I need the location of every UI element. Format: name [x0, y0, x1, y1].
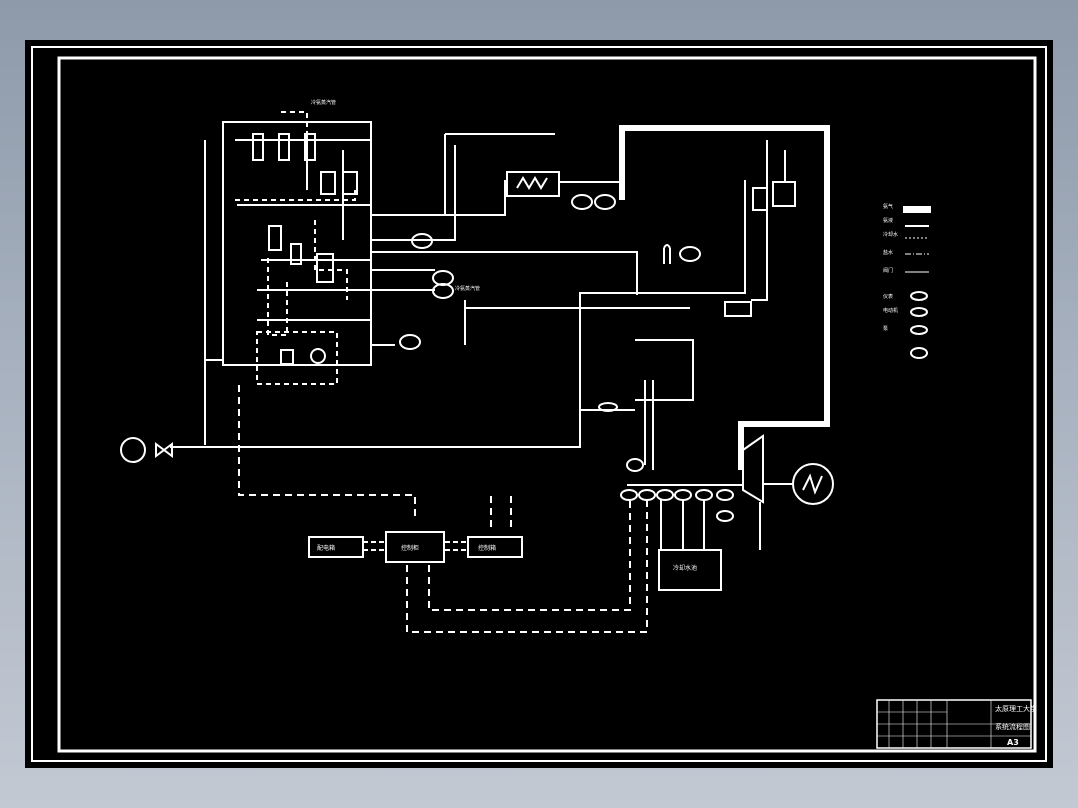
tb-title: 系统流程图: [995, 722, 1030, 731]
box-center-text: 控制柜: [401, 544, 419, 552]
right-column-pipes: [751, 140, 786, 301]
meter-mid-2: [432, 270, 454, 286]
manifold-drops: [660, 500, 705, 550]
turbine: [742, 434, 764, 504]
pump-left-valve: [155, 442, 173, 458]
meter-top-2: [594, 194, 616, 210]
manifold-meter-7: [716, 510, 734, 522]
vessel-6: [268, 225, 282, 251]
manifold-meter-3: [656, 489, 674, 501]
tank-vertical: [663, 244, 671, 264]
legend-label-5: 仪表: [883, 293, 893, 300]
manifold-meter-4: [674, 489, 692, 501]
drawing-sheet: 冷氨蒸汽管 冷氨蒸汽管 控制柜 配电箱 控制箱 冷却水池 氨气 氨液 冷却水 盐…: [25, 40, 1053, 768]
legend-label-4: 阀门: [883, 267, 893, 274]
box-left-text: 配电箱: [317, 544, 335, 552]
meter-mid-lower: [626, 458, 644, 472]
legend: 氨气 氨液 冷却水 盐水 阀门 仪表 电动机 泵: [883, 203, 931, 359]
legend-label-7: 泵: [883, 326, 888, 332]
signal-line-up: [490, 496, 512, 527]
pressure-box-right: [724, 301, 752, 317]
title-block: 太原理工大学 系统流程图 A3: [876, 699, 1037, 749]
vessel-1: [252, 133, 264, 161]
tb-school: 太原理工大学: [995, 704, 1037, 713]
signal-line-bottom: [428, 500, 631, 611]
column-mid: [644, 380, 654, 470]
pipe-right-vert: [635, 339, 694, 401]
legend-label-2: 冷却水: [883, 231, 898, 238]
ammonia-line-label: 冷氨蒸汽管: [311, 99, 336, 106]
tank-right: [772, 181, 796, 207]
box-center: [385, 531, 445, 563]
vessel-2: [278, 133, 290, 161]
dashed-lower-box: [256, 331, 338, 385]
turbine-link: [759, 483, 793, 550]
vessel-5: [342, 171, 358, 195]
outer-frame: [31, 46, 1047, 762]
legend-symbol-2: [910, 307, 928, 317]
mid-pipe-label: 冷氨蒸汽管: [455, 285, 480, 292]
pump-left: [120, 437, 146, 463]
signal-line-bottom-2: [406, 500, 648, 633]
box-right: [467, 536, 523, 558]
legend-symbol-1: [910, 291, 928, 301]
valve-mid-bottom: [598, 402, 618, 412]
manifold-meter-5: [695, 489, 713, 501]
vessel-8: [316, 253, 334, 283]
legend-label-3: 盐水: [883, 249, 893, 256]
condenser: [506, 171, 560, 197]
pipe-long-1: [371, 251, 638, 295]
legend-symbol-4: [910, 347, 928, 359]
legend-symbol-3: [910, 325, 928, 335]
manifold-meter-1: [620, 489, 638, 501]
legend-label-1: 氨液: [883, 217, 893, 224]
upper-left-group-box: [222, 121, 372, 366]
group-pipes-a: [235, 139, 371, 321]
pipe-top-run: [371, 133, 555, 241]
meter-right-1: [679, 246, 701, 262]
legend-label-0: 氨气: [883, 203, 893, 210]
legend-label-6: 电动机: [883, 307, 898, 314]
meter-mid-3: [432, 283, 454, 299]
pipe-long-2: [464, 300, 690, 345]
condenser-coil: [516, 176, 548, 190]
schematic-canvas: 冷氨蒸汽管 冷氨蒸汽管 控制柜 配电箱 控制箱 冷却水池 氨气 氨液 冷却水 盐…: [31, 46, 1047, 762]
legend-mark-thick: [903, 206, 931, 213]
tb-size: A3: [1007, 738, 1019, 747]
meter-mid-1: [411, 233, 433, 249]
vessel-4: [320, 171, 336, 195]
box-lower-right: [658, 549, 722, 591]
manifold-meter-6: [716, 489, 734, 501]
signal-line-left-box: [363, 541, 468, 551]
manifold-meter-2: [638, 489, 656, 501]
signal-line-left: [238, 385, 416, 520]
inner-frame: [57, 56, 1037, 753]
separator-right: [752, 187, 768, 211]
meter-top-1: [571, 194, 593, 210]
meter-mid-4: [399, 334, 421, 350]
vessel-7: [290, 243, 302, 265]
main-steam-pipe: [619, 125, 830, 470]
vessel-9: [280, 349, 294, 365]
pipe-to-meters-2: [371, 269, 435, 291]
group-pipes-b: [204, 136, 344, 445]
pump-small: [310, 348, 326, 364]
pipe-long-3: [579, 180, 746, 410]
box-right-text: 控制箱: [478, 544, 496, 552]
dashed-group-mid: [267, 220, 348, 336]
vessel-3: [304, 133, 316, 161]
box-lower-right-text: 冷却水池: [673, 564, 697, 572]
box-left: [308, 536, 364, 558]
generator-symbol: [802, 473, 823, 495]
